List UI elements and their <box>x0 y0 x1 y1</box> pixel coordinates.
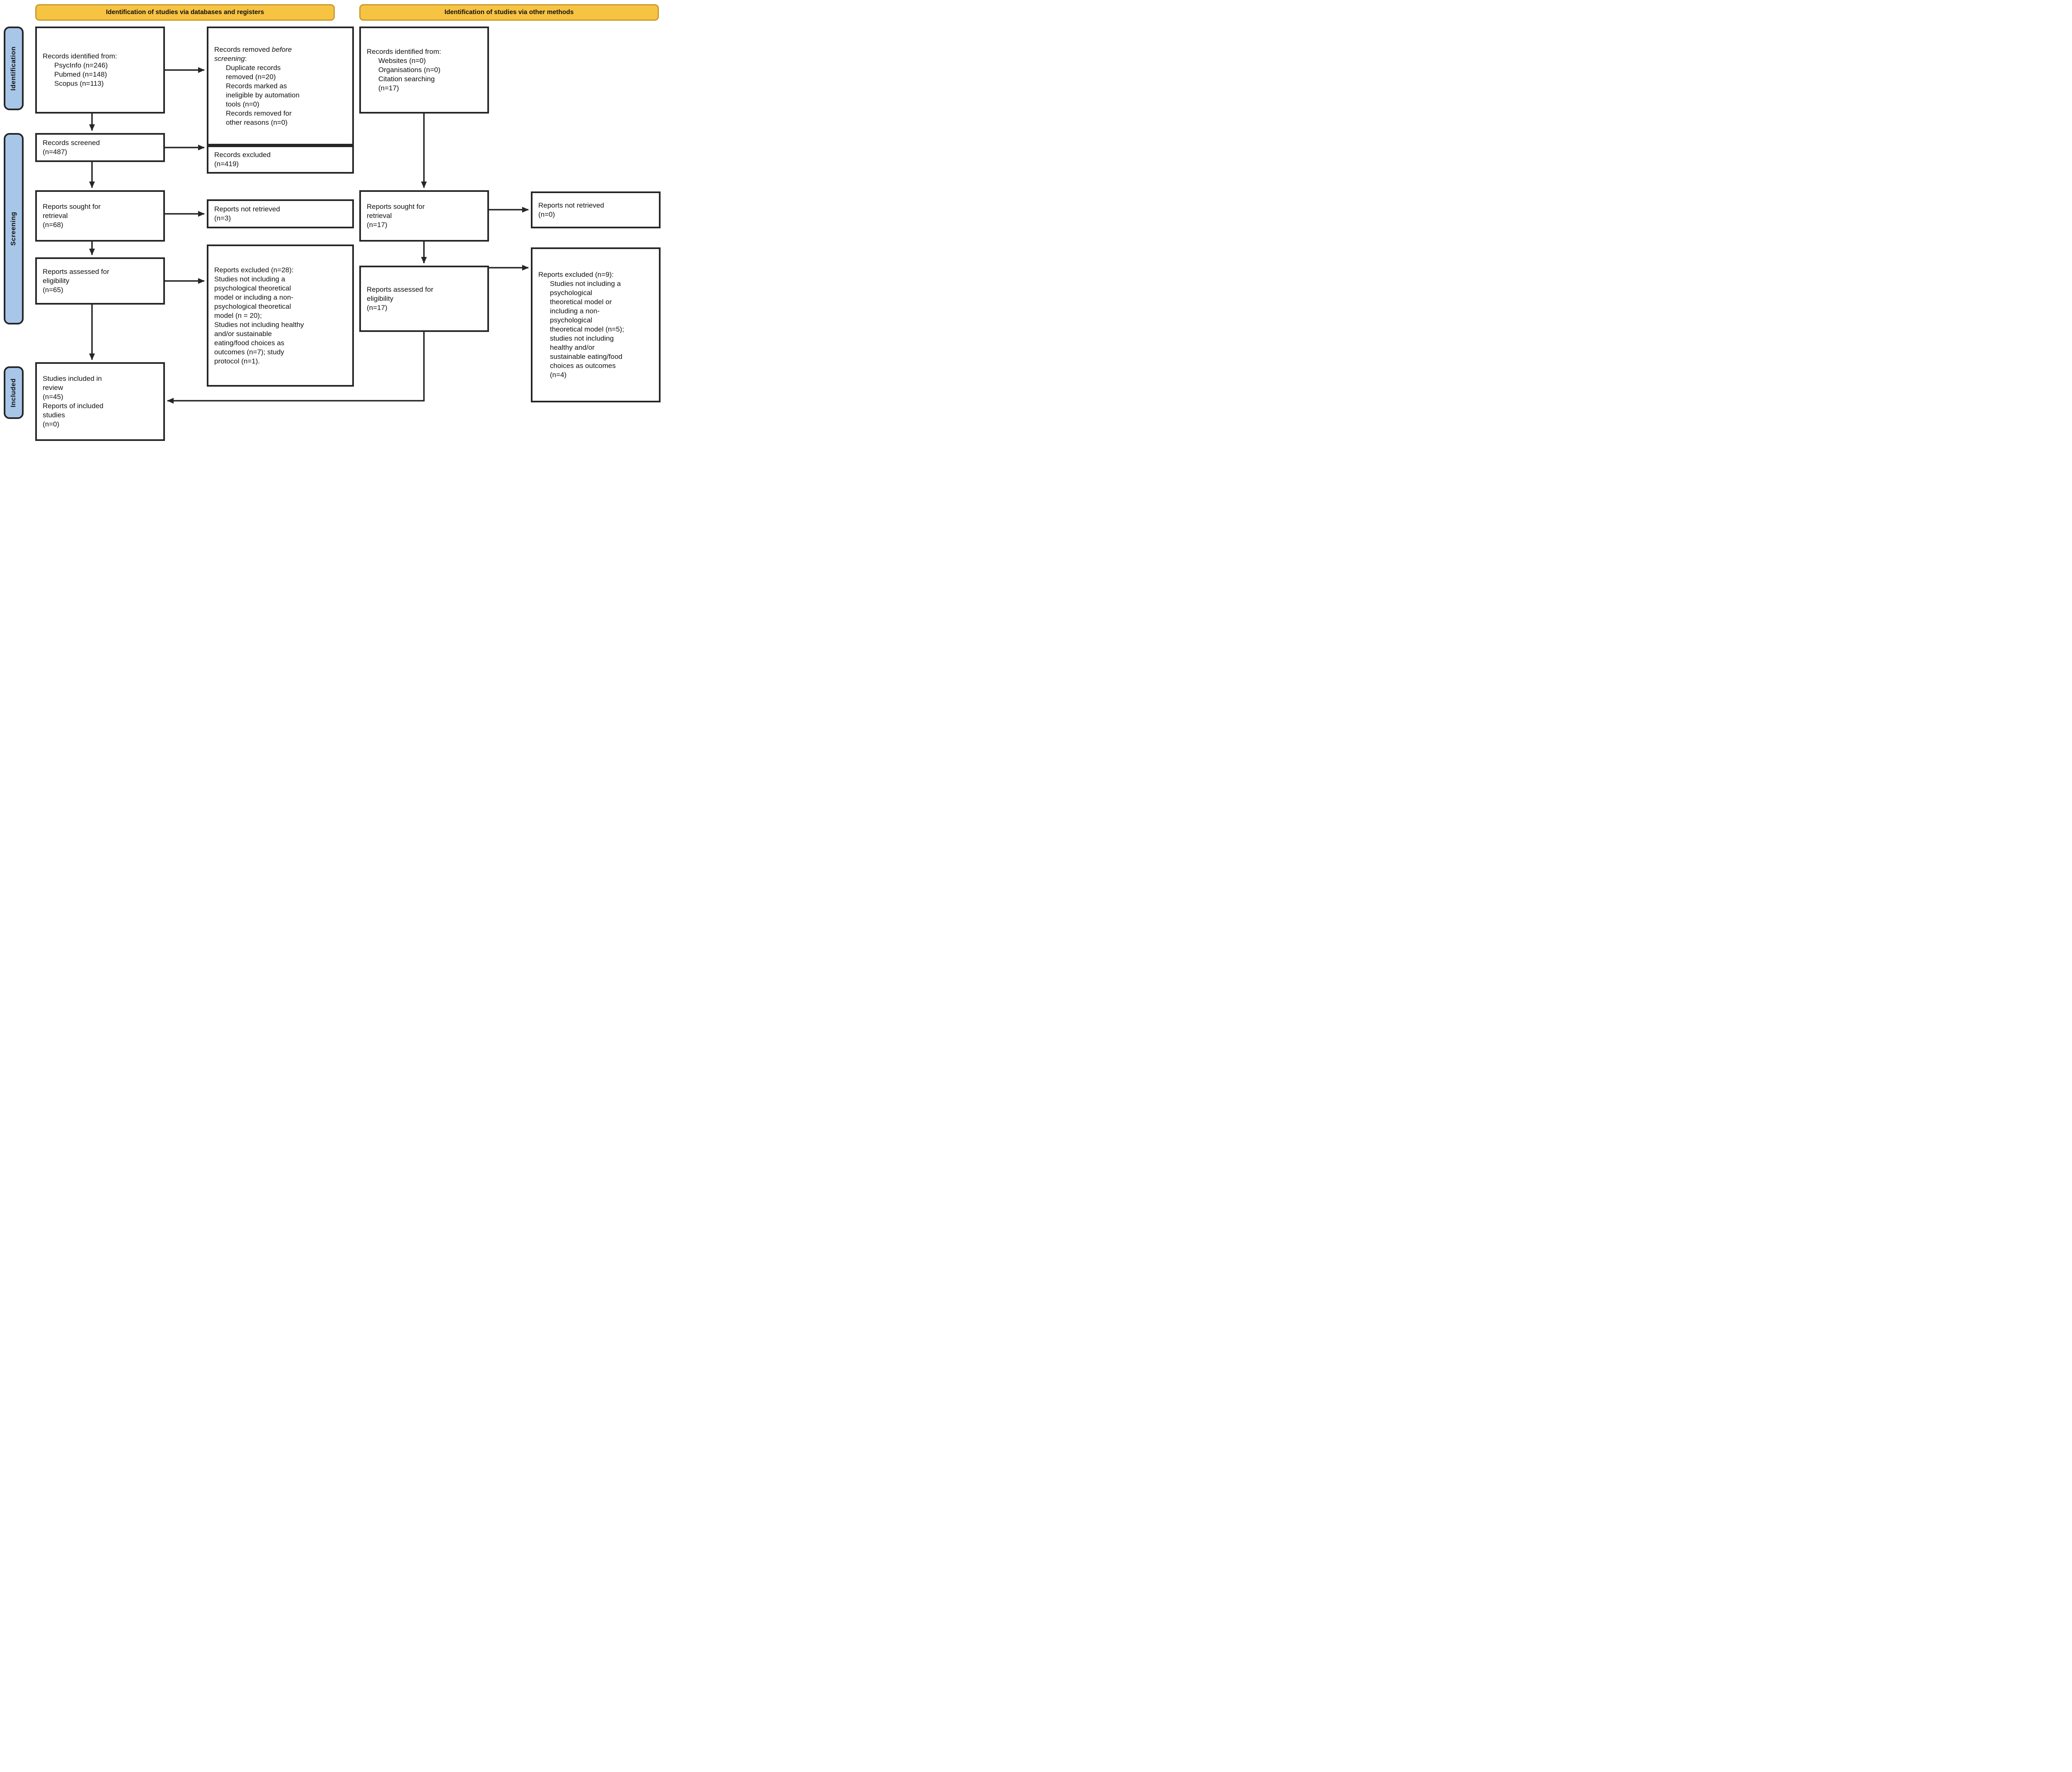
box-text-line: tools (n=0) <box>226 100 259 108</box>
box-text-line: psychological theoretical <box>214 284 291 292</box>
box-text-line: screening: <box>214 54 247 63</box>
box-text-line: (n=65) <box>43 286 63 294</box>
box-text-line: Reports sought for <box>43 203 101 211</box>
box-text-line: (n=0) <box>538 210 555 218</box>
box-text-line: Records identified from: <box>367 48 441 56</box>
box-text-line: Studies not including a <box>550 280 621 288</box>
box-text-line: psychological theoretical <box>214 302 291 310</box>
box-reports-not-retrieved-other: Reports not retrieved (n=0) <box>531 191 661 228</box>
arrow-other-assessed-to-included <box>167 332 425 404</box>
box-text-line: (n=17) <box>378 84 399 92</box>
box-text-line: Reports assessed for <box>43 268 109 276</box>
box-text-line: Records excluded <box>214 151 271 159</box>
box-text-line: Records marked as <box>226 82 287 90</box>
box-text-line: review <box>43 384 63 392</box>
banner-other-methods: Identification of studies via other meth… <box>359 4 659 21</box>
box-text-line: Reports not retrieved <box>214 205 280 213</box>
box-reports-not-retrieved-databases: Reports not retrieved (n=3) <box>207 199 354 228</box>
banner-databases-registers: Identification of studies via databases … <box>35 4 335 21</box>
box-text-line: retrieval <box>367 212 392 220</box>
box-text-line: Reports assessed for <box>367 286 433 293</box>
box-text-line: removed (n=20) <box>226 73 276 81</box>
prisma-flow-diagram: Identification of studies via databases … <box>0 0 663 443</box>
box-text-line: model or including a non- <box>214 293 293 301</box>
box-text-line: PsycInfo (n=246) <box>54 61 108 69</box>
box-text-line: Records identified from: <box>43 52 117 60</box>
box-text-line: Records screened <box>43 139 100 147</box>
box-text-line: Reports of included <box>43 402 104 410</box>
box-records-excluded: Records excluded (n=419) <box>207 145 354 174</box>
box-records-identified-other: Records identified from: Websites (n=0) … <box>359 27 489 114</box>
box-text-line: (n=45) <box>43 393 63 401</box>
box-text-line: Studies not including healthy <box>214 320 304 329</box>
box-text-line: Records removed for <box>226 109 292 117</box>
box-reports-excluded-other: Reports excluded (n=9): Studies not incl… <box>531 247 661 402</box>
flow-arrows <box>89 67 529 404</box>
box-text-line: including a non- <box>550 307 600 315</box>
box-text-line: (n=0) <box>43 420 60 428</box>
stage-screening: Screening <box>4 133 24 324</box>
banner-other-methods-label: Identification of studies via other meth… <box>444 9 574 16</box>
box-reports-assessed-databases: Reports assessed for eligibility (n=65) <box>35 257 165 305</box>
box-text-line: eligibility <box>43 277 70 285</box>
box-records-identified-databases: Records identified from: PsycInfo (n=246… <box>35 27 165 114</box>
box-text-line: sustainable eating/food <box>550 353 622 361</box>
stage-included-label: Included <box>10 378 17 407</box>
box-text-line: and/or sustainable <box>214 329 272 338</box>
stage-identification: Identification <box>4 27 24 110</box>
box-text-line: Citation searching <box>378 75 435 83</box>
box-text-line: Scopus (n=113) <box>54 80 104 87</box>
stage-included: Included <box>4 366 24 419</box>
box-text-line: Reports sought for <box>367 203 425 211</box>
box-text-line: retrieval <box>43 212 68 220</box>
box-text-line: studies <box>43 411 65 419</box>
box-text-line: theoretical model (n=5); <box>550 325 625 333</box>
box-text-line: Organisations (n=0) <box>378 66 441 74</box>
box-reports-sought-databases: Reports sought for retrieval (n=68) <box>35 190 165 242</box>
banner-databases-label: Identification of studies via databases … <box>106 9 264 16</box>
stage-identification-label: Identification <box>10 46 17 91</box>
box-text-line: outcomes (n=7); study <box>214 348 284 356</box>
box-text-line: Records removed before <box>214 45 292 53</box>
box-text-line: Reports not retrieved <box>538 201 604 209</box>
box-text-line: Duplicate records <box>226 63 281 72</box>
box-text-line: Reports excluded (n=28): <box>214 266 294 274</box>
box-text-line: model (n = 20); <box>214 311 262 320</box>
box-text-line: eating/food choices as <box>214 339 285 347</box>
box-studies-included: Studies included in review (n=45) Report… <box>35 362 165 441</box>
box-text-line: (n=419) <box>214 160 239 168</box>
box-text-line: psychological <box>550 289 593 297</box>
box-reports-assessed-other: Reports assessed for eligibility (n=17) <box>359 266 489 332</box>
box-text-line: psychological <box>550 316 593 324</box>
stage-screening-label: Screening <box>10 212 17 246</box>
box-records-screened: Records screened (n=487) <box>35 133 165 162</box>
box-text-line: (n=4) <box>550 371 567 379</box>
box-text-line: Reports excluded (n=9): <box>538 271 614 278</box>
box-text-line: Studies not including a <box>214 275 286 283</box>
box-text-line: (n=17) <box>367 221 387 229</box>
box-reports-sought-other: Reports sought for retrieval (n=17) <box>359 190 489 242</box>
box-text-line: protocol (n=1). <box>214 357 260 365</box>
box-text-line: Websites (n=0) <box>378 57 426 65</box>
box-text-line: Studies included in <box>43 375 102 382</box>
box-text-line: ineligible by automation <box>226 91 300 99</box>
box-text-line: healthy and/or <box>550 344 595 351</box>
box-text-line: studies not including <box>550 334 614 342</box>
box-text-line: Pubmed (n=148) <box>54 70 107 78</box>
box-text-line: (n=68) <box>43 221 63 229</box>
box-text-line: theoretical model or <box>550 298 612 306</box>
box-text-line: eligibility <box>367 295 394 303</box>
box-text-line: other reasons (n=0) <box>226 118 288 126</box>
box-text-line: (n=3) <box>214 214 231 222</box>
box-text-line: (n=487) <box>43 148 68 156</box>
box-text-line: (n=17) <box>367 304 387 312</box>
box-reports-excluded-databases: Reports excluded (n=28): Studies not inc… <box>207 244 354 387</box>
box-records-removed-before-screening: Records removed before screening: Duplic… <box>207 27 354 145</box>
box-text-line: choices as outcomes <box>550 362 616 370</box>
